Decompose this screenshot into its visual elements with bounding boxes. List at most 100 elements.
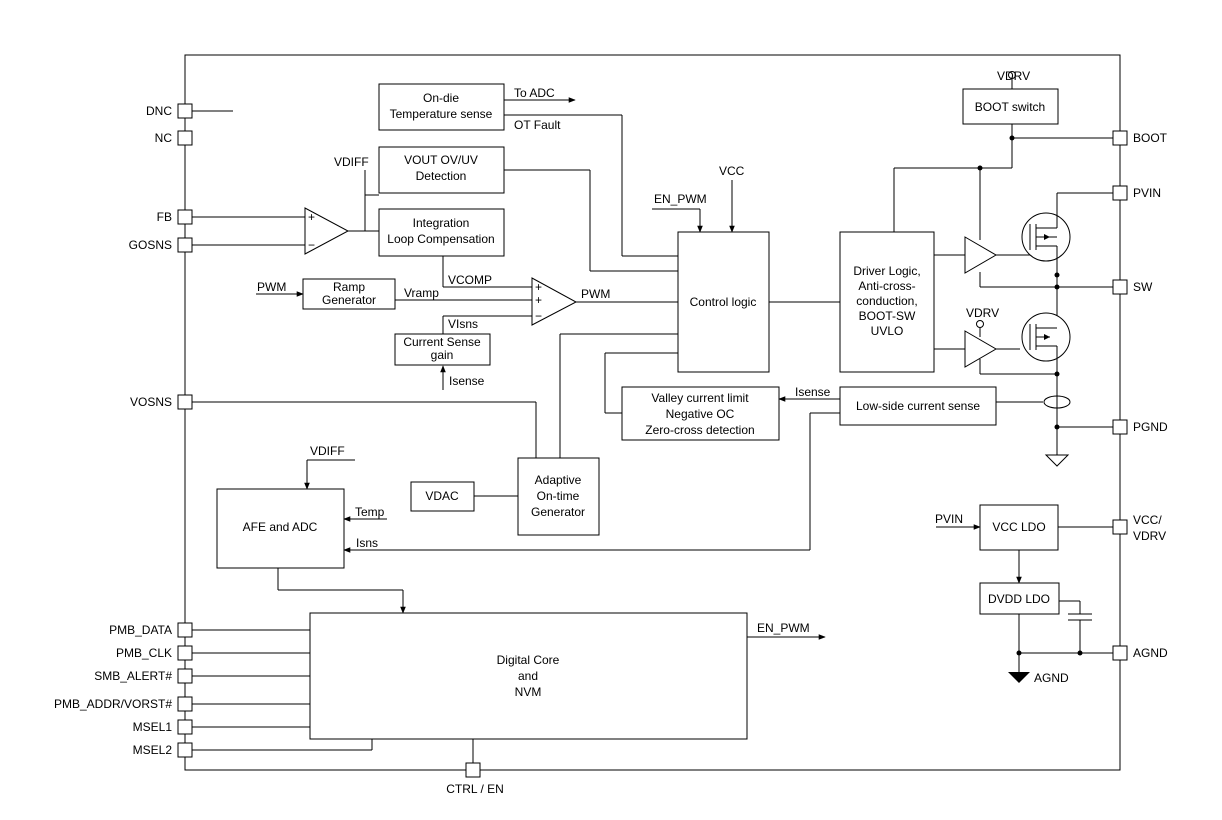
valley-label-2: Negative OC: [666, 407, 735, 421]
digital-core-label-3: NVM: [515, 685, 542, 699]
signal-to-adc: To ADC: [514, 86, 555, 100]
driver-logic-label-2: Anti-cross-: [858, 279, 915, 293]
chip-boundary: [184, 54, 1121, 771]
pin-pvin: [1112, 185, 1128, 201]
power-stage-wires: [893, 71, 1113, 683]
signal-isense-gain: Isense: [449, 374, 485, 388]
integration-block: [378, 208, 505, 257]
valley-current-block: [621, 386, 780, 441]
pin-boot: [1112, 130, 1128, 146]
pin-nc: [177, 130, 193, 146]
current-sense-gain-block: [394, 333, 491, 366]
signal-visns: VIsns: [448, 317, 478, 331]
ovuv-block: [378, 146, 505, 194]
pin-pmb-clk: [177, 645, 193, 661]
pin-pgnd-label: PGND: [1133, 420, 1168, 434]
signal-en-pwm-in: EN_PWM: [654, 192, 707, 206]
signal-vcomp: VCOMP: [448, 273, 492, 287]
pin-vcc-vdrv-label-2: VDRV: [1133, 529, 1166, 543]
agnd-ground-symbol: [1008, 672, 1030, 683]
pin-pmb-clk-label: PMB_CLK: [116, 646, 172, 660]
signal-pvin-ldo: PVIN: [935, 512, 963, 526]
pin-smb-alert-label: SMB_ALERT#: [94, 669, 172, 683]
pin-msel2: [177, 742, 193, 758]
svg-text:+: +: [535, 280, 542, 294]
pin-msel2-label: MSEL2: [133, 743, 173, 757]
lowside-current-sense-block: [839, 386, 997, 426]
temp-sense-block: [378, 83, 505, 131]
signal-en-pwm-out: EN_PWM: [757, 621, 810, 635]
adaptive-on-time-block: [517, 457, 600, 536]
pin-sw: [1112, 279, 1128, 295]
pin-ctrl-en-label: CTRL / EN: [446, 782, 504, 796]
pin-gosns: [177, 237, 193, 253]
pin-pgnd: [1112, 419, 1128, 435]
right-pins: BOOT PVIN SW PGND VCC/ VDRV AGND: [1112, 130, 1168, 661]
pin-dnc-label: DNC: [146, 104, 172, 118]
left-pins: DNC NC FB GOSNS VOSNS PMB_DATA PMB_CLK S…: [54, 103, 193, 758]
signal-vramp: Vramp: [404, 286, 439, 300]
pin-agnd: [1112, 645, 1128, 661]
vdac-block: [410, 481, 475, 512]
diff-amplifier: [304, 207, 350, 255]
driver-logic-block: [839, 231, 935, 373]
pin-pmb-data-label: PMB_DATA: [109, 623, 172, 637]
integration-label-1: Integration: [413, 216, 470, 230]
dvdd-ldo-block: [979, 582, 1060, 615]
signal-temp: Temp: [355, 505, 385, 519]
signal-isns: Isns: [356, 536, 378, 550]
driver-logic-label-5: UVLO: [871, 324, 904, 338]
pin-dnc: [177, 103, 193, 119]
pin-sw-label: SW: [1133, 280, 1153, 294]
afe-adc-block: [216, 488, 345, 569]
afe-adc-label: AFE and ADC: [243, 520, 318, 534]
vcc-ldo-block: [979, 504, 1059, 551]
driver-logic-label-4: BOOT-SW: [859, 309, 916, 323]
pin-vosns-label: VOSNS: [130, 395, 172, 409]
pin-pmb-data: [177, 622, 193, 638]
svg-text:+: +: [308, 210, 315, 224]
ovuv-label-1: VOUT OV/UV: [404, 153, 478, 167]
signal-isense-lowside: Isense: [795, 385, 831, 399]
pin-vcc-vdrv: [1112, 519, 1128, 535]
pin-gosns-label: GOSNS: [129, 238, 172, 252]
signal-vdrv-mid: VDRV: [966, 306, 999, 320]
svg-text:−: −: [535, 309, 542, 323]
digital-core-block: [309, 612, 748, 740]
temp-sense-label-2: Temperature sense: [390, 107, 493, 121]
integration-label-2: Loop Compensation: [387, 232, 494, 246]
boot-switch-block: [962, 88, 1059, 125]
control-logic-label: Control logic: [690, 295, 757, 309]
signal-pwm-out: PWM: [581, 287, 610, 301]
current-gain-label-2: gain: [431, 348, 454, 362]
pin-msel1-label: MSEL1: [133, 720, 173, 734]
signal-vdiff-top: VDIFF: [334, 155, 369, 169]
control-logic-block: [677, 231, 770, 373]
ramp-label-1: Ramp: [333, 280, 365, 294]
signal-vcc: VCC: [719, 164, 745, 178]
pin-agnd-label: AGND: [1133, 646, 1168, 660]
svg-text:−: −: [308, 238, 315, 252]
vcc-ldo-label: VCC LDO: [992, 520, 1045, 534]
adaptive-label-3: Generator: [531, 505, 585, 519]
vdac-label: VDAC: [425, 489, 459, 503]
boot-switch-label: BOOT switch: [975, 100, 1045, 114]
signal-ot-fault: OT Fault: [514, 118, 561, 132]
pin-pvin-label: PVIN: [1133, 186, 1161, 200]
pin-smb-alert: [177, 668, 193, 684]
pin-fb: [177, 209, 193, 225]
ovuv-label-2: Detection: [416, 169, 467, 183]
pwm-comparator: [531, 277, 578, 326]
signal-vdrv-top: VDRV: [997, 69, 1030, 83]
pin-fb-label: FB: [157, 210, 172, 224]
pin-vosns: [177, 394, 193, 410]
driver-logic-label-3: conduction,: [856, 294, 917, 308]
lowside-sense-label: Low-side current sense: [856, 399, 980, 413]
dvdd-ldo-label: DVDD LDO: [988, 592, 1050, 606]
temp-sense-label-1: On-die: [423, 91, 459, 105]
adaptive-label-2: On-time: [537, 489, 580, 503]
ramp-label-2: Generator: [322, 293, 376, 307]
valley-label-1: Valley current limit: [651, 391, 749, 405]
adaptive-label-1: Adaptive: [535, 473, 582, 487]
